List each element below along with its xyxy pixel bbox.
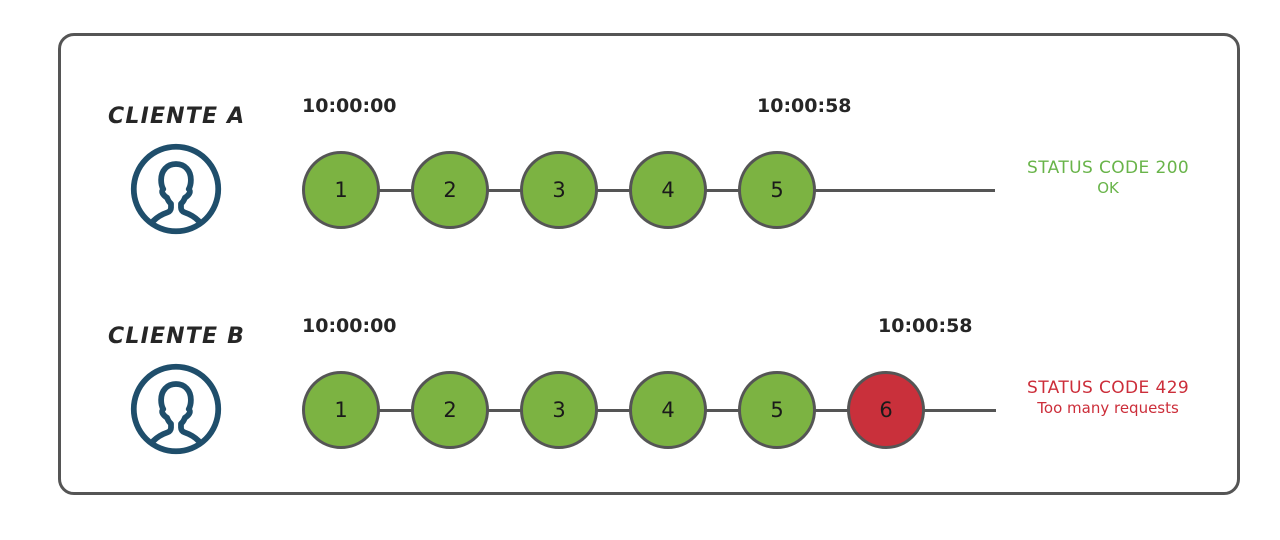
timestamp-start-b: 10:00:00 bbox=[302, 315, 397, 337]
status-message-a: STATUS CODE 200 OK bbox=[1027, 158, 1189, 198]
status-message-b: STATUS CODE 429 Too many requests bbox=[1027, 378, 1189, 418]
request-node[interactable]: 1 bbox=[302, 371, 380, 449]
chain-connector bbox=[488, 408, 521, 412]
request-node[interactable]: 2 bbox=[411, 151, 489, 229]
diagram-frame: CLIENTE A 10:00:00 10:00:58 1 2 3 4 5 ST… bbox=[58, 33, 1240, 495]
client-row-b: CLIENTE B 10:00:00 10:00:58 1 2 3 4 5 6 … bbox=[61, 278, 1237, 498]
chain-tail-connector bbox=[815, 188, 995, 192]
chain-connector bbox=[706, 408, 739, 412]
chain-connector bbox=[379, 188, 412, 192]
chain-connector bbox=[488, 188, 521, 192]
status-code-a: STATUS CODE 200 bbox=[1027, 158, 1190, 178]
request-node[interactable]: 4 bbox=[629, 371, 707, 449]
status-code-b: STATUS CODE 429 bbox=[1027, 378, 1190, 398]
client-row-a: CLIENTE A 10:00:00 10:00:58 1 2 3 4 5 ST… bbox=[61, 58, 1237, 278]
status-detail-b: Too many requests bbox=[1037, 399, 1179, 418]
request-node-blocked[interactable]: 6 bbox=[847, 371, 925, 449]
chain-connector bbox=[379, 408, 412, 412]
chain-connector bbox=[815, 408, 848, 412]
chain-connector bbox=[597, 408, 630, 412]
request-node[interactable]: 4 bbox=[629, 151, 707, 229]
client-label-b: CLIENTE B bbox=[108, 324, 246, 349]
request-node[interactable]: 5 bbox=[738, 371, 816, 449]
request-chain-a: 1 2 3 4 5 bbox=[302, 146, 995, 234]
timestamp-end-b: 10:00:58 bbox=[878, 315, 973, 337]
client-label-a: CLIENTE A bbox=[108, 104, 246, 129]
timestamp-end-a: 10:00:58 bbox=[757, 95, 852, 117]
request-node[interactable]: 2 bbox=[411, 371, 489, 449]
request-chain-b: 1 2 3 4 5 6 bbox=[302, 366, 996, 454]
chain-connector bbox=[597, 188, 630, 192]
request-node[interactable]: 5 bbox=[738, 151, 816, 229]
request-node[interactable]: 3 bbox=[520, 151, 598, 229]
request-node[interactable]: 1 bbox=[302, 151, 380, 229]
timestamp-start-a: 10:00:00 bbox=[302, 95, 397, 117]
status-detail-a: OK bbox=[1097, 179, 1119, 198]
request-node[interactable]: 3 bbox=[520, 371, 598, 449]
chain-connector bbox=[706, 188, 739, 192]
user-avatar-icon bbox=[128, 361, 224, 457]
user-avatar-icon bbox=[128, 141, 224, 237]
chain-tail-connector bbox=[924, 408, 996, 412]
